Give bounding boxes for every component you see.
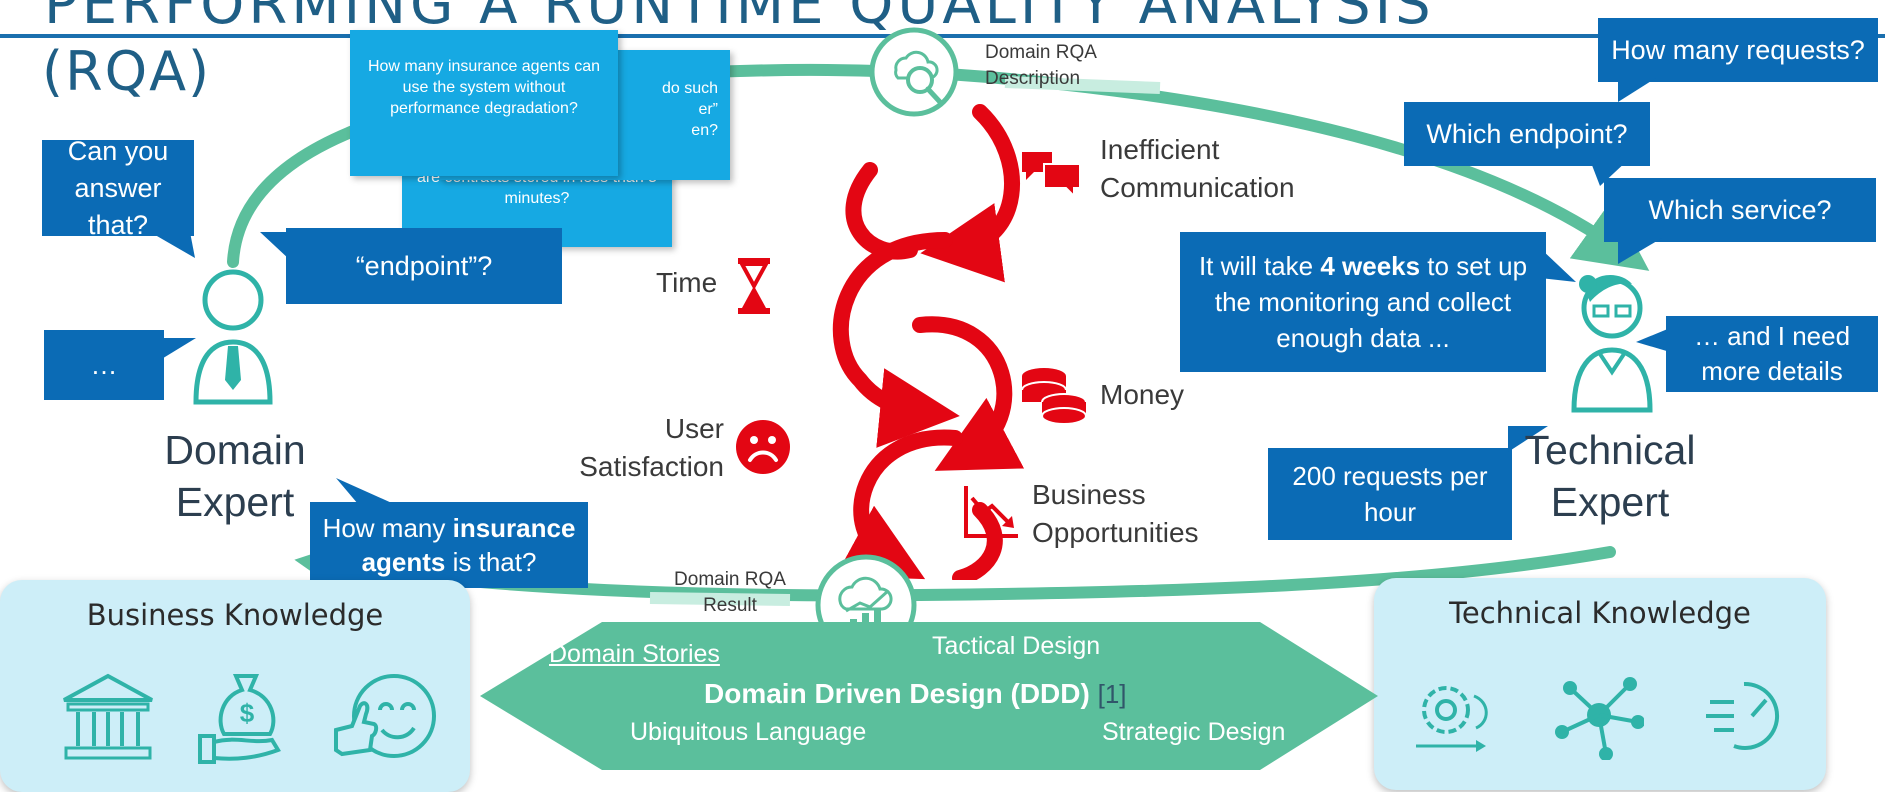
bubble-tail xyxy=(1618,78,1656,102)
money-label: Money xyxy=(1100,379,1185,410)
bubble-tail xyxy=(1590,160,1628,186)
bubble-which-service: Which service? xyxy=(1604,178,1876,242)
strategic-design-label: Strategic Design xyxy=(1102,718,1286,746)
sad-face-icon xyxy=(736,420,790,474)
money-bag-hand-icon: $ xyxy=(198,674,281,764)
bubble-tail xyxy=(1636,328,1670,352)
coins-icon xyxy=(1021,368,1087,425)
domain-expert-icon xyxy=(193,269,273,405)
tactical-design-label: Tactical Design xyxy=(932,632,1101,660)
domain-rqa-result-label: Domain RQA Result xyxy=(674,569,786,616)
bubble-200-requests: 200 requests per hour xyxy=(1268,448,1512,540)
domain-stories-link[interactable]: Domain Stories xyxy=(549,640,720,668)
page-title: PERFORMING A RUNTIME QUALITY ANALYSIS xyxy=(44,0,1435,37)
bubble-can-you-answer: Can you answer that? xyxy=(42,136,194,240)
bank-icon xyxy=(63,673,153,760)
domain-rqa-description-label: Domain RQA Description xyxy=(985,42,1097,89)
bubble-tail xyxy=(160,338,196,360)
bubble-endpoint-question: “endpoint”? xyxy=(286,228,562,304)
gear-cycle-icon xyxy=(1416,686,1488,752)
ubiquitous-language-label: Ubiquitous Language xyxy=(630,718,867,746)
bubble-tail xyxy=(1618,238,1662,264)
business-knowledge-title: Business Knowledge xyxy=(86,598,384,632)
bubble-more-details: … and I need more details xyxy=(1666,316,1878,392)
user-satisfaction-label: User Satisfaction xyxy=(579,413,724,482)
technical-knowledge-panel: Technical Knowledge xyxy=(1374,578,1826,790)
domain-expert-label: Domain Expert xyxy=(164,427,306,525)
question-note-front: How many insurance agents can use the sy… xyxy=(350,30,618,176)
bubble-tail xyxy=(260,232,290,260)
speed-gauge-icon xyxy=(1706,681,1780,750)
technical-knowledge-title: Technical Knowledge xyxy=(1449,596,1751,630)
bubble-tail xyxy=(1508,426,1548,452)
search-cloud-icon xyxy=(869,27,959,117)
bubble-tail xyxy=(150,232,195,258)
ddd-banner xyxy=(480,622,1378,770)
technical-expert-label: Technical Expert xyxy=(1524,427,1696,525)
time-label: Time xyxy=(656,267,718,298)
bubble-insurance-agents: How many insurance agents is that? xyxy=(310,502,588,588)
network-node-icon xyxy=(1555,677,1644,760)
bubble-how-many-requests: How many requests? xyxy=(1598,18,1878,82)
bubble-which-endpoint: Which endpoint? xyxy=(1404,102,1650,166)
svg-text:$: $ xyxy=(240,698,255,728)
bubble-tail xyxy=(1540,248,1576,282)
chat-bubbles-icon xyxy=(1022,152,1081,198)
ddd-main-label: Domain Driven Design (DDD) [1] xyxy=(704,678,1127,709)
bubble-ellipsis: … xyxy=(44,330,164,400)
business-opportunities-label: Business Opportunities xyxy=(1032,479,1199,548)
title-underline xyxy=(0,34,1885,38)
declining-chart-icon xyxy=(964,486,1018,538)
business-knowledge-panel: Business Knowledge $ xyxy=(0,580,470,792)
hourglass-icon xyxy=(738,258,770,314)
bubble-four-weeks: It will take 4 weeks to set up the monit… xyxy=(1180,232,1546,372)
bubble-tail xyxy=(336,478,394,504)
cost-spiral xyxy=(832,104,1025,580)
thumbs-up-smiley-icon xyxy=(334,674,436,758)
technical-expert-icon xyxy=(1571,274,1653,413)
inefficient-communication-label: Inefficient Communication xyxy=(1100,134,1295,203)
page-title-rqa: (RQA) xyxy=(42,40,212,103)
